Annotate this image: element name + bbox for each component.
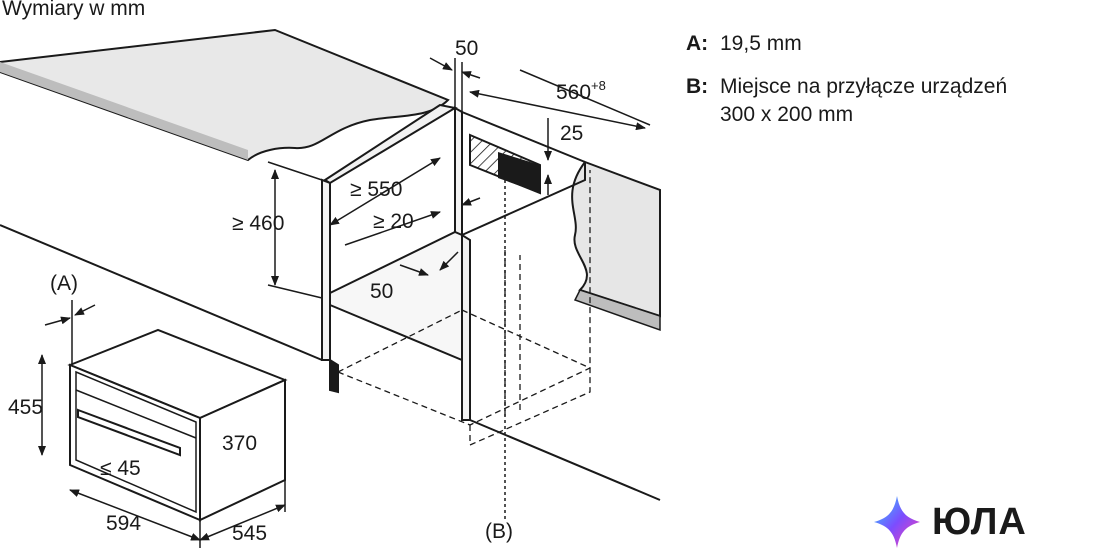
dim-oven-height: 455 (8, 396, 43, 419)
legend-key: B: (686, 75, 709, 98)
dimension-lines (38, 57, 651, 548)
dim-oven-width: 594 (106, 512, 141, 535)
dim-handle-45: ≤ 45 (100, 457, 141, 480)
dim-inner-height: 370 (222, 432, 257, 455)
dim-depth-560: 560+8 (556, 78, 606, 104)
dim-oven-depth: 545 (232, 522, 267, 545)
label-b: (B) (485, 520, 513, 543)
legend-text: 19,5 mm (720, 32, 802, 55)
label-a: (A) (50, 272, 78, 295)
dim-gap-20: ≥ 20 (373, 210, 414, 233)
star-gradient-icon (874, 496, 920, 548)
legend-item-a: A: 19,5 mm (686, 30, 1007, 58)
dim-slot-25: 25 (560, 122, 583, 145)
logo-text: ЮЛА (932, 500, 1027, 543)
dim-top-gap: 50 (455, 37, 478, 60)
legend-key: A: (686, 32, 709, 55)
dim-shelf-50: 50 (370, 280, 393, 303)
oven-handle (77, 408, 181, 457)
left-countertop (0, 28, 450, 162)
page-title: Wymiary w mm (2, 0, 146, 20)
dim-depth-550: ≥ 550 (350, 178, 402, 201)
brand-logo: ЮЛА (872, 494, 1027, 550)
connection-area (469, 133, 541, 522)
legend-item-b: B: Miejsce na przyłącze urządzeń 300 x 2… (686, 73, 1007, 129)
oven (67, 328, 288, 522)
dim-height-460: ≥ 460 (232, 212, 284, 235)
right-countertop (571, 160, 661, 332)
legend-text: Miejsce na przyłącze urządzeń 300 x 200 … (720, 75, 1008, 126)
legend: A: 19,5 mm B: Miejsce na przyłącze urząd… (686, 30, 1007, 144)
